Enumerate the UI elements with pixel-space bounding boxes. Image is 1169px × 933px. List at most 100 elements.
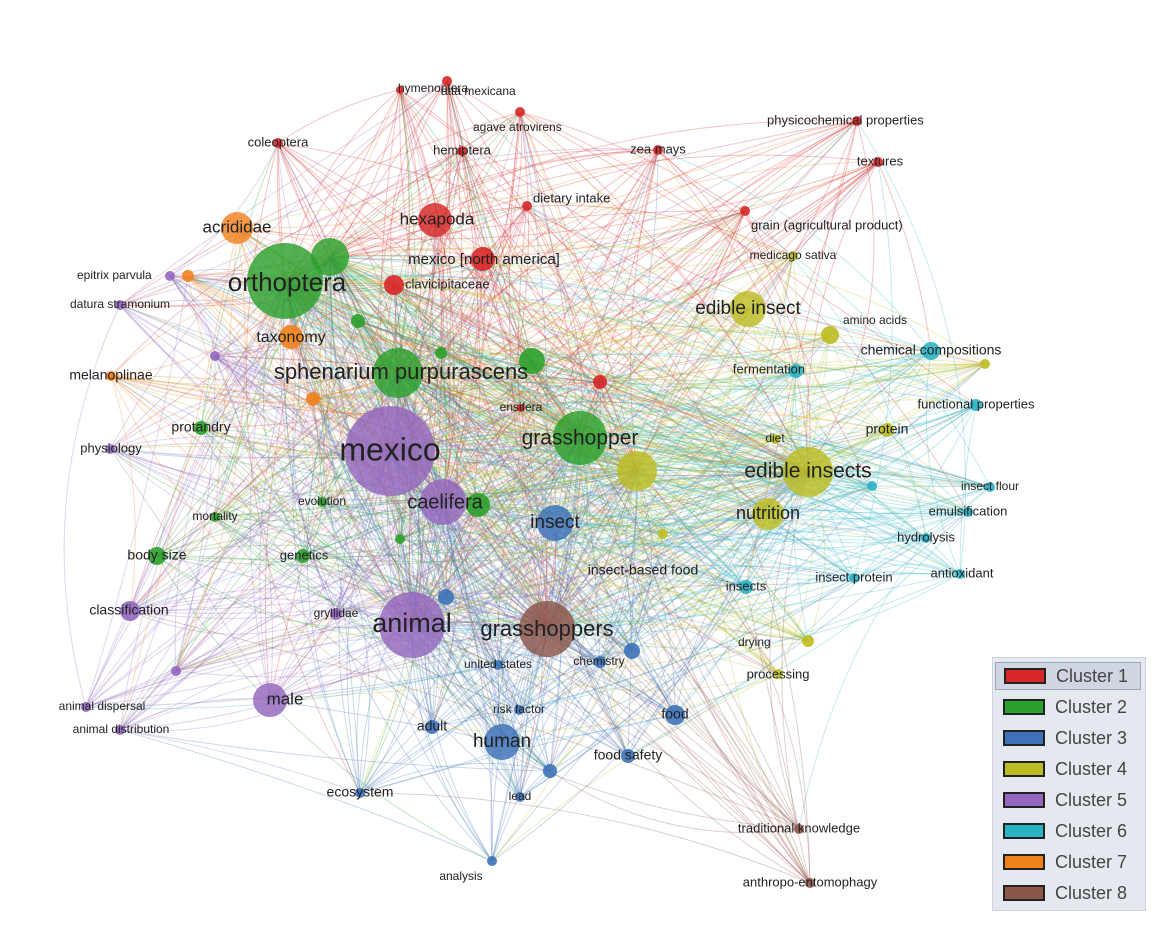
legend-item-cluster-3[interactable]: Cluster 3 [995,724,1141,752]
node-insect-flour[interactable] [985,482,995,492]
node-nutrition[interactable] [752,498,784,530]
node-hexapoda[interactable] [418,203,452,237]
node-medicago-sativa[interactable] [788,251,798,261]
legend-item-cluster-7[interactable]: Cluster 7 [995,848,1141,876]
node-drying[interactable] [802,635,814,647]
node-traditional-knowledge[interactable] [794,824,804,834]
node-grasshopper[interactable] [553,411,607,465]
node-mexico[interactable] [345,406,435,496]
node-c5-node-a[interactable] [210,351,220,361]
node-human[interactable] [484,724,520,760]
node-edible-insect[interactable] [730,291,766,327]
node-genetics[interactable] [296,549,310,563]
node-mortality[interactable] [210,512,220,522]
node-anthropo-entomophagy[interactable] [805,878,815,888]
node-zea-mays[interactable] [653,145,663,155]
node-insects[interactable] [739,580,753,594]
node-hydrolysis[interactable] [921,533,931,543]
node-caelifera[interactable] [420,479,466,525]
node-animal-dispersal[interactable] [81,702,91,712]
node-animal[interactable] [379,592,445,658]
node-c2-node-a[interactable] [519,348,545,374]
node-taxonomy[interactable] [279,325,303,349]
node-c2-node-e[interactable] [395,534,405,544]
node-insect[interactable] [537,505,573,541]
legend-item-cluster-6[interactable]: Cluster 6 [995,817,1141,845]
node-ensifera[interactable] [517,404,525,412]
node-acrididae[interactable] [221,212,253,244]
node-food[interactable] [665,705,685,725]
legend-item-cluster-5[interactable]: Cluster 5 [995,786,1141,814]
node-c2-node-d[interactable] [466,493,490,517]
node-c6-node-a[interactable] [867,481,877,491]
node-epitrix-parvula[interactable] [165,271,175,281]
node-antioxidant[interactable] [955,569,965,579]
node-c3-node-b[interactable] [624,643,640,659]
node-gryllidae[interactable] [330,608,342,620]
node-physiology[interactable] [105,444,115,454]
node-c3-node-a[interactable] [438,589,454,605]
node-functional-properties[interactable] [970,399,982,411]
link-line [579,437,747,588]
legend-item-cluster-8[interactable]: Cluster 8 [995,879,1141,907]
node-emulsification[interactable] [963,507,973,517]
node-coleoptera[interactable] [273,138,283,148]
node-diet[interactable] [770,434,780,444]
node-animal-distribution[interactable] [115,725,125,735]
node-melanoplinae[interactable] [106,371,116,381]
node-sphenarium-purpurascens[interactable] [373,348,423,398]
node-clavicipitaceae[interactable] [384,275,404,295]
node-dietary-intake[interactable] [522,201,532,211]
node-ecosystem[interactable] [355,788,365,798]
link-line [411,363,986,626]
node-agave-atrovirens[interactable] [515,107,525,117]
node-risk-factor[interactable] [514,705,524,715]
node-analysis[interactable] [487,856,497,866]
node-male[interactable] [253,683,287,717]
node-c2-node-b[interactable] [351,314,365,328]
link-line [236,227,399,374]
node-c1-small-node[interactable] [593,375,607,389]
node-mexico-north-america[interactable] [471,247,495,271]
node-grasshoppers[interactable] [519,601,575,657]
node-protein[interactable] [880,423,894,437]
node-orthoptera-neighbor[interactable] [311,238,349,276]
node-body-size[interactable] [148,547,166,565]
node-food-safety[interactable] [621,749,635,763]
node-fermentation[interactable] [789,364,803,378]
node-physicochemical-properties[interactable] [852,116,862,126]
node-united-states[interactable] [493,660,503,670]
node-insect-protein[interactable] [849,573,859,583]
node-c7-node-b[interactable] [306,392,320,406]
node-c5-node-b[interactable] [171,666,181,676]
node-edible-insects[interactable] [783,447,833,497]
node-adult[interactable] [425,720,439,734]
node-textures[interactable] [873,157,883,167]
node-chemical-compositions[interactable] [922,342,940,360]
node-atta-mexicana[interactable] [442,76,452,86]
node-hemiptera[interactable] [457,146,467,156]
link-line [129,610,337,635]
legend-item-cluster-2[interactable]: Cluster 2 [995,693,1141,721]
node-classification[interactable] [120,601,140,621]
link-line [393,284,629,757]
node-evolution[interactable] [317,497,327,507]
node-amino-acids[interactable] [821,326,839,344]
node-grain-agricultural-product[interactable] [740,206,750,216]
node-processing[interactable] [773,669,783,679]
node-c4-node-b[interactable] [980,359,990,369]
legend-item-cluster-4[interactable]: Cluster 4 [995,755,1141,783]
node-chemistry[interactable] [594,656,606,668]
node-hymenoptera[interactable] [396,86,404,94]
node-orthoptera[interactable] [247,243,323,319]
link-line [284,255,794,282]
legend-item-cluster-1[interactable]: Cluster 1 [995,662,1141,690]
node-c4-node-a[interactable] [617,451,657,491]
node-c7-node-a[interactable] [182,270,194,282]
node-protandry[interactable] [194,421,208,435]
node-lead[interactable] [515,792,525,802]
node-insect-based-food[interactable] [658,529,668,539]
node-datura-stramonium[interactable] [115,300,125,310]
node-c2-node-c[interactable] [435,347,447,359]
node-c3-node-c[interactable] [543,764,557,778]
